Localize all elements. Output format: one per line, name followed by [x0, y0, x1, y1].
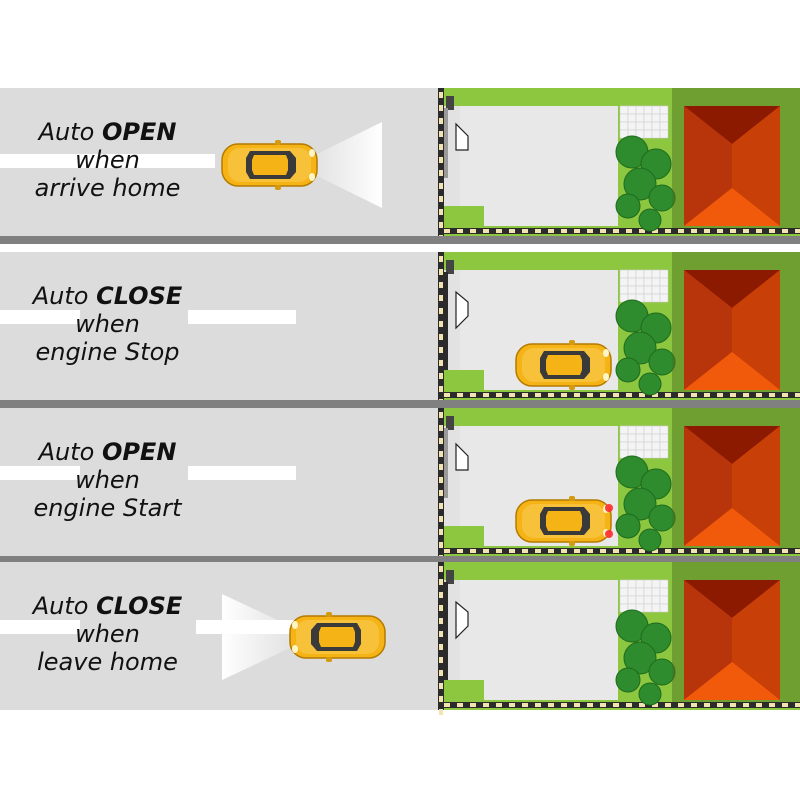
lane-marking — [0, 620, 80, 634]
caption-prefix: Auto — [38, 438, 102, 466]
road — [0, 252, 440, 400]
lane-marking — [188, 310, 296, 324]
taillight — [605, 504, 613, 512]
taillight — [605, 530, 613, 538]
headlight-beam — [222, 594, 290, 680]
gate-motor — [446, 416, 454, 430]
lane-marking — [188, 466, 296, 480]
caption-line3: leave home — [37, 648, 178, 676]
patio-tiles — [619, 425, 669, 459]
grass-strip — [444, 370, 484, 392]
bush — [615, 299, 676, 396]
caption-action: OPEN — [101, 438, 177, 466]
caption-line3: engine Start — [33, 494, 182, 522]
gate-motor — [446, 96, 454, 110]
lane-marking — [0, 466, 80, 480]
panel-separator — [0, 236, 800, 244]
patio-tiles — [619, 105, 669, 139]
gate-closed-arrow — [455, 600, 469, 640]
panel-start — [0, 408, 800, 564]
caption-line1: Auto CLOSE — [0, 592, 215, 620]
bush — [615, 609, 676, 706]
gate-arm-open — [444, 108, 448, 178]
patio-tiles — [619, 269, 669, 303]
caption-action: OPEN — [101, 118, 177, 146]
gate-arm-closed — [444, 582, 448, 682]
gate-motor — [446, 260, 454, 274]
driveway — [460, 106, 618, 226]
headlight-beam — [317, 122, 382, 208]
caption-line2: when — [75, 146, 140, 174]
grass-strip — [444, 206, 484, 228]
gate-closed-arrow — [455, 290, 469, 330]
panel-separator — [0, 556, 800, 564]
gate-arm-open — [444, 428, 448, 498]
caption-action: CLOSE — [96, 282, 183, 310]
caption-line1: Auto OPEN — [0, 438, 215, 466]
panel-separator — [0, 400, 800, 408]
panel-leave — [0, 562, 800, 715]
grass-strip — [444, 526, 484, 548]
caption-prefix: Auto — [32, 282, 97, 310]
caption-line1: Auto OPEN — [0, 118, 215, 146]
caption-line2: when — [75, 466, 140, 494]
lane-marking — [0, 154, 215, 168]
bush — [615, 135, 676, 232]
patio-tiles — [619, 579, 669, 613]
caption-line2: when — [75, 310, 140, 338]
gate-open-arrow — [455, 442, 469, 471]
bush — [615, 455, 676, 552]
car — [515, 339, 612, 391]
caption-line3: engine Stop — [35, 338, 180, 366]
panel-stop — [0, 252, 800, 408]
road — [0, 408, 440, 556]
caption-prefix: Auto — [32, 592, 97, 620]
gate-motor — [446, 570, 454, 584]
car — [515, 495, 612, 547]
gate-arm-closed — [444, 272, 448, 372]
panel-arrive — [0, 88, 800, 244]
caption-line1: Auto CLOSE — [0, 282, 215, 310]
car — [289, 611, 386, 663]
driveway — [460, 580, 618, 700]
grass-strip — [444, 680, 484, 702]
lane-marking — [0, 310, 80, 324]
caption-action: CLOSE — [96, 592, 183, 620]
car — [221, 139, 318, 191]
caption-line3: arrive home — [34, 174, 181, 202]
caption-prefix: Auto — [38, 118, 102, 146]
caption-line2: when — [75, 620, 140, 648]
gate-open-arrow — [455, 122, 469, 151]
